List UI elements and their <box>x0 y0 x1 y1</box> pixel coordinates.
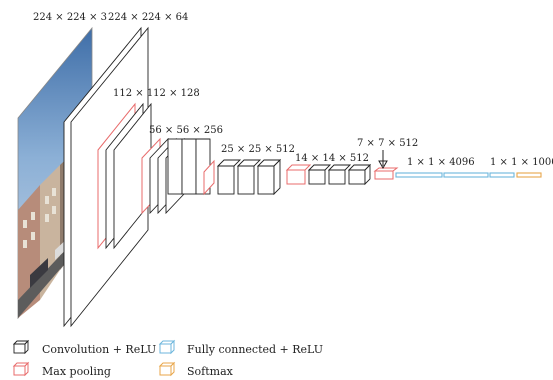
conv-block-5-layer-3 <box>349 170 365 184</box>
stage-1-dimension-label: 224 × 224 × 64 <box>108 12 188 23</box>
legend-item-softmax: Softmax <box>160 363 234 378</box>
legend-swatch-conv-icon <box>14 341 28 353</box>
conv-block-5-layer-1 <box>309 170 325 184</box>
stage-7-dimension-label: 1 × 1 × 4096 <box>407 157 475 168</box>
stage-2-dimension-label: 112 × 112 × 128 <box>113 88 200 99</box>
legend-item-fc: Fully connected + ReLU <box>160 341 323 356</box>
stage-3-dimension-label: 56 × 56 × 256 <box>149 125 223 136</box>
conv-block-3 <box>142 139 210 213</box>
fc-layer-1 <box>396 173 442 177</box>
input-dimension-label: 224 × 224 × 3 <box>33 12 107 23</box>
conv-block-3-face-1 <box>168 139 182 194</box>
stage-6-dimension-label: 7 × 7 × 512 <box>357 138 418 149</box>
pool-layer-4 <box>287 170 305 184</box>
legend: Convolution + ReLU Max pooling Fully con… <box>14 341 323 378</box>
conv-block-4-layer-3 <box>258 166 274 194</box>
legend-label-softmax: Softmax <box>187 365 234 378</box>
pool-layer-5 <box>375 171 393 179</box>
stage-8-dimension-label: 1 × 1 × 1000 <box>490 157 553 168</box>
legend-swatch-fc-icon <box>160 341 174 353</box>
conv-block-4-layer-2 <box>238 166 254 194</box>
fc-block <box>396 173 514 177</box>
legend-item-pool: Max pooling <box>14 363 111 378</box>
legend-label-conv: Convolution + ReLU <box>42 343 156 356</box>
legend-label-fc: Fully connected + ReLU <box>187 343 323 356</box>
conv-block-4 <box>204 160 280 194</box>
legend-label-pool: Max pooling <box>42 365 111 378</box>
softmax-layer <box>517 173 541 177</box>
legend-swatch-pool-icon <box>14 363 28 375</box>
conv-block-4-layer-1 <box>218 166 234 194</box>
conv-block-5 <box>287 165 370 184</box>
softmax-block <box>517 173 541 177</box>
conv-block-5-layer-2 <box>329 170 345 184</box>
stage-4-dimension-label: 25 × 25 × 512 <box>221 144 295 155</box>
legend-item-conv: Convolution + ReLU <box>14 341 156 356</box>
legend-swatch-softmax-icon <box>160 363 174 375</box>
fc-layer-3 <box>490 173 514 177</box>
pool-block-final <box>375 150 397 179</box>
conv-block-3-face-2 <box>182 139 196 194</box>
fc-layer-2 <box>444 173 488 177</box>
stage-5-dimension-label: 14 × 14 × 512 <box>295 153 369 164</box>
